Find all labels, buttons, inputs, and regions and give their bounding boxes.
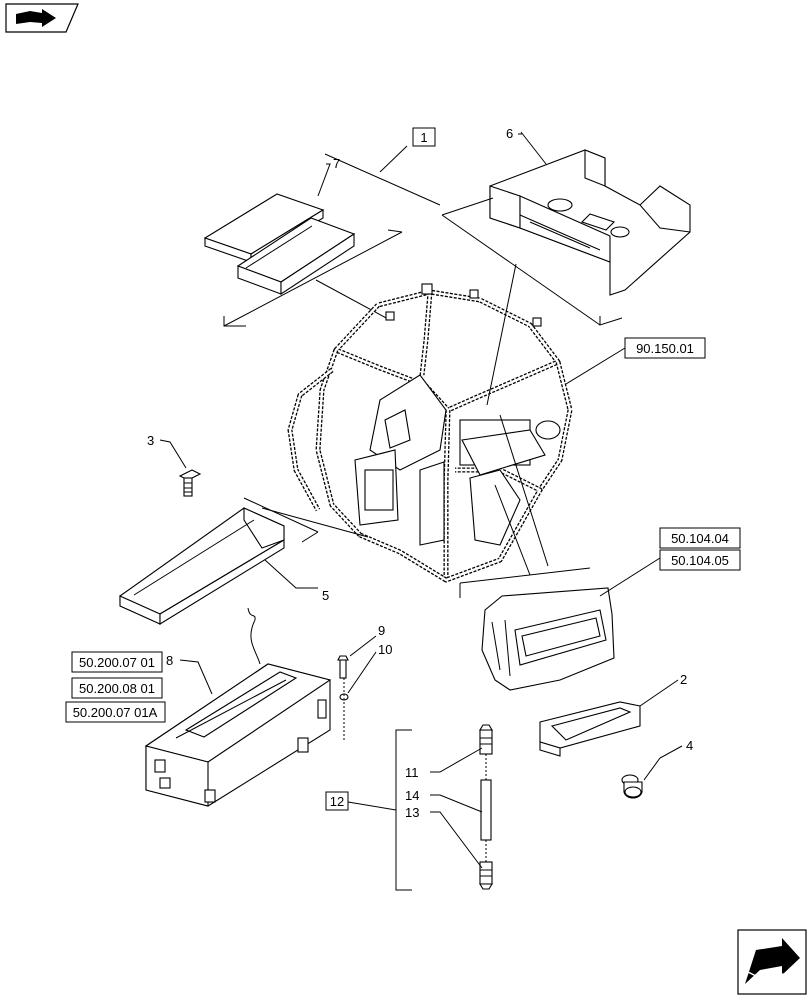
callout-10: 10 [378, 642, 392, 657]
callout-13: 13 [405, 805, 419, 820]
callout-11: 11 [405, 765, 419, 780]
plug-item-4 [621, 774, 643, 799]
callout-5: 5 [322, 588, 329, 603]
ref-50-200-08-01[interactable]: 50.200.08 01 [71, 677, 163, 699]
ref-50-104-04[interactable]: 50.104.04 [659, 527, 741, 549]
tray-item-5 [119, 507, 285, 625]
ref-50-104-05[interactable]: 50.104.05 [659, 549, 741, 571]
svg-text:90.150.01: 90.150.01 [636, 341, 694, 356]
cab-frame [287, 283, 573, 583]
callout-2: 2 [680, 672, 687, 687]
callout-8: 8 [166, 653, 173, 668]
vent-grille-item-2 [539, 701, 641, 757]
callout-4: 4 [686, 738, 693, 753]
svg-text:50.200.08 01: 50.200.08 01 [79, 681, 155, 696]
callout-6: 6 [506, 126, 513, 141]
heater-unit-item-8 [144, 607, 332, 807]
callout-box-1 [412, 127, 436, 147]
callout-7: 7 [333, 156, 340, 171]
rod-assembly [479, 724, 493, 890]
next-page-arrow-icon[interactable] [737, 929, 807, 995]
callout-9: 9 [378, 623, 385, 638]
callout-box-12 [325, 791, 349, 811]
callout-12: 12 [330, 794, 344, 809]
vent-housing [481, 587, 615, 691]
ref-50-200-07-01[interactable]: 50.200.07 01 [71, 651, 163, 673]
callout-3: 3 [147, 433, 154, 448]
svg-text:50.200.07 01: 50.200.07 01 [79, 655, 155, 670]
book-arrow-icon[interactable] [5, 3, 79, 33]
callout-14: 14 [405, 788, 419, 803]
callout-1: 1 [420, 130, 427, 145]
floor-mat-item-6 [489, 149, 691, 296]
ref-90-150-01[interactable]: 90.150.01 [624, 337, 706, 359]
screw-item-9 [337, 655, 349, 679]
svg-text:50.104.04: 50.104.04 [671, 531, 729, 546]
bolt-item-3 [178, 469, 202, 497]
ref-50-200-07-01A[interactable]: 50.200.07 01A [65, 701, 166, 723]
svg-text:50.104.05: 50.104.05 [671, 553, 729, 568]
svg-text:50.200.07 01A: 50.200.07 01A [73, 705, 158, 720]
filter-panels-item-7 [203, 193, 356, 296]
